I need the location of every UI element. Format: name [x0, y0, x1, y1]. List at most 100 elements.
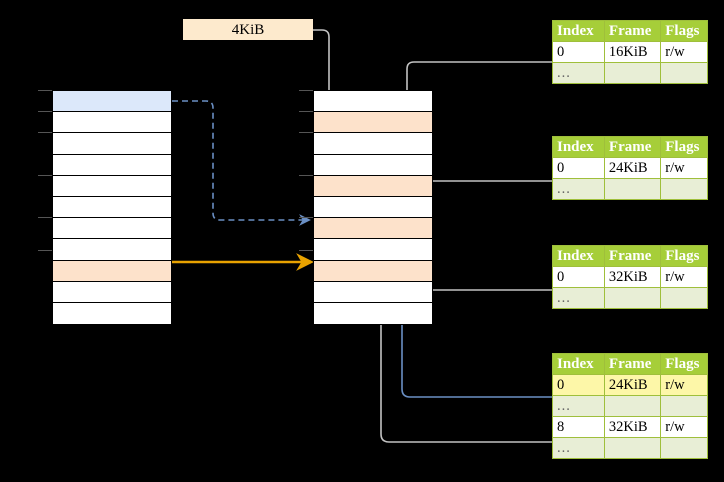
tick-mark: [38, 217, 52, 218]
column-header-flags: Flags: [660, 20, 708, 42]
memory-cell-4: [53, 175, 171, 197]
tick-mark: [299, 90, 313, 91]
cell-index: ...: [552, 178, 605, 200]
cell-flags: r/w: [660, 157, 708, 179]
memory-cell-8: [314, 260, 432, 282]
cell-index: 8: [552, 416, 605, 438]
cell-flags: r/w: [660, 374, 708, 396]
size-label-4kib: 4KiB: [183, 19, 313, 40]
cell-flags: r/w: [660, 416, 708, 438]
tick-mark: [38, 250, 52, 251]
column-header-index: Index: [552, 20, 605, 42]
cell-index: ...: [552, 62, 605, 84]
cell-frame: [603, 62, 662, 84]
cell-index: 0: [552, 41, 605, 63]
cell-flags: [660, 395, 708, 417]
memory-cell-8: [53, 260, 171, 282]
tick-mark: [38, 132, 52, 133]
memory-cell-2: [53, 133, 171, 155]
tick-mark: [299, 175, 313, 176]
memory-cell-5: [53, 196, 171, 219]
cell-index: ...: [552, 395, 605, 417]
memory-cell-4: [314, 175, 432, 197]
cell-frame: [603, 287, 662, 309]
cell-frame: [603, 395, 662, 417]
memory-cell-9: [314, 281, 432, 303]
memory-cell-9: [53, 281, 171, 303]
tick-mark: [299, 132, 313, 133]
memory-cell-10: [53, 302, 171, 325]
cell-index: ...: [552, 287, 605, 309]
tick-mark: [299, 217, 313, 218]
cell-flags: [660, 62, 708, 84]
column-header-flags: Flags: [660, 245, 708, 267]
virtual-address-space-column: [52, 90, 172, 326]
column-header-index: Index: [552, 245, 605, 267]
memory-cell-6: [53, 218, 171, 240]
column-header-frame: Frame: [603, 136, 662, 158]
column-header-flags: Flags: [660, 136, 708, 158]
memory-cell-6: [314, 218, 432, 240]
tick-mark: [299, 111, 313, 112]
physical-memory-column: [313, 90, 433, 326]
tick-mark: [38, 90, 52, 91]
column-header-index: Index: [552, 353, 605, 375]
memory-cell-0: [53, 91, 171, 113]
column-header-index: Index: [552, 136, 605, 158]
column-header-frame: Frame: [603, 20, 662, 42]
memory-cell-3: [53, 154, 171, 176]
cell-index: 0: [552, 266, 605, 288]
memory-cell-1: [53, 112, 171, 134]
tick-mark: [299, 250, 313, 251]
cell-index: 0: [552, 374, 605, 396]
cell-frame: 16KiB: [603, 41, 662, 63]
cell-flags: [660, 178, 708, 200]
column-header-flags: Flags: [660, 353, 708, 375]
cell-frame: 24KiB: [603, 157, 662, 179]
memory-cell-3: [314, 154, 432, 176]
table-row: ...: [552, 395, 708, 417]
memory-cell-2: [314, 133, 432, 155]
column-header-frame: Frame: [603, 245, 662, 267]
cell-index: ...: [552, 437, 605, 459]
cell-flags: [660, 437, 708, 459]
memory-cell-5: [314, 196, 432, 219]
cell-flags: r/w: [660, 266, 708, 288]
table-row: ...: [552, 437, 708, 459]
table-row: ...: [552, 287, 708, 309]
memory-cell-7: [314, 239, 432, 261]
cell-frame: 32KiB: [603, 266, 662, 288]
cell-frame: 32KiB: [603, 416, 662, 438]
tick-mark: [38, 111, 52, 112]
cell-flags: [660, 287, 708, 309]
wire-vaddr-dashed: [172, 100, 311, 226]
cell-frame: [603, 178, 662, 200]
wire-table2-to-frame: [414, 180, 552, 227]
memory-cell-0: [314, 91, 432, 113]
column-header-frame: Frame: [603, 353, 662, 375]
memory-cell-10: [314, 302, 432, 325]
memory-cell-1: [314, 112, 432, 134]
memory-cell-7: [53, 239, 171, 261]
table-row: ...: [552, 178, 708, 200]
cell-flags: r/w: [660, 41, 708, 63]
cell-frame: [603, 437, 662, 459]
cell-index: 0: [552, 157, 605, 179]
cell-frame: 24KiB: [603, 374, 662, 396]
table-row: ...: [552, 62, 708, 84]
tick-mark: [38, 175, 52, 176]
